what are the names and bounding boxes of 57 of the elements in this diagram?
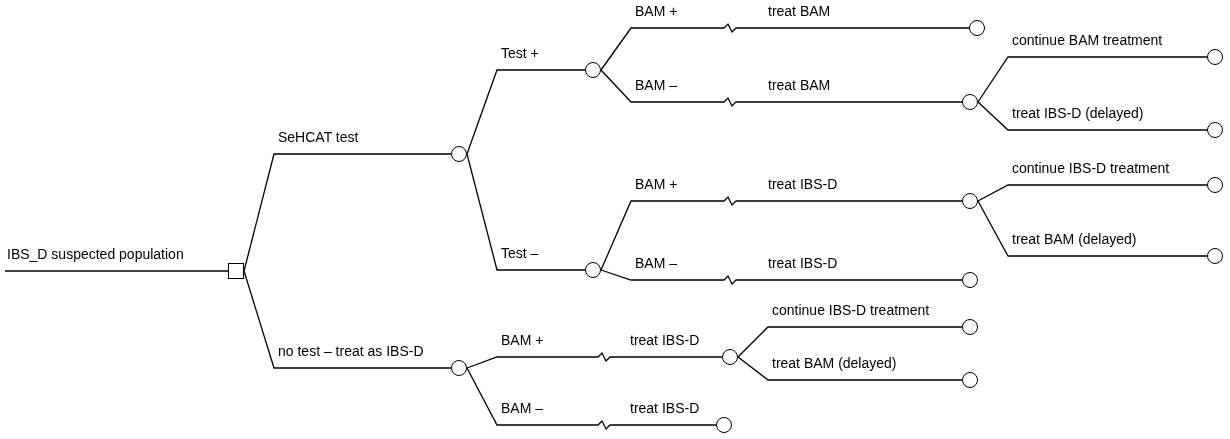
edge-label: treat BAM (delayed): [1012, 231, 1137, 247]
edge-label: BAM –: [501, 400, 543, 416]
terminal-circle: [969, 20, 985, 36]
branch-line: [737, 326, 963, 358]
branch-label: treat BAM: [768, 3, 831, 19]
chance-circle: [962, 193, 978, 209]
edge-label: treat IBS-D (delayed): [1012, 105, 1144, 121]
branch-line: [977, 200, 1208, 257]
branch-line: [977, 56, 1208, 103]
terminal-circle: [962, 272, 978, 288]
terminal-circle: [962, 372, 978, 388]
branch-line: [600, 22, 970, 71]
branch-label: treat BAM: [768, 77, 831, 93]
branch-line: [977, 101, 1208, 131]
branch-line: [466, 69, 586, 155]
edge-label: no test – treat as IBS-D: [278, 343, 424, 359]
edge-label: BAM –: [635, 77, 677, 93]
chance-circle: [962, 94, 978, 110]
branch-line: [466, 153, 586, 271]
chance-circle: [585, 62, 601, 78]
terminal-circle: [1207, 177, 1223, 193]
edge-label: IBS_D suspected population: [7, 246, 184, 262]
branch-line: [600, 195, 963, 271]
edge-label: continue IBS-D treatment: [1012, 160, 1170, 176]
decision-square: [228, 263, 244, 279]
edge-label: BAM +: [501, 332, 544, 348]
terminal-circle: [716, 417, 732, 433]
terminal-circle: [1207, 49, 1223, 65]
edge-label: continue BAM treatment: [1012, 32, 1163, 48]
branch-line: [737, 356, 963, 381]
branch-line: [977, 184, 1208, 202]
branch-line: [243, 270, 452, 369]
edge-label: SeHCAT test: [278, 129, 359, 145]
branch-label: treat IBS-D: [630, 400, 700, 416]
chance-circle: [451, 146, 467, 162]
branch-label: treat IBS-D: [768, 176, 838, 192]
branch-line: [466, 367, 717, 431]
branch-line: [466, 351, 723, 369]
chance-circle: [585, 262, 601, 278]
terminal-circle: [1207, 248, 1223, 264]
branch-line: [600, 69, 963, 108]
edge-label: BAM +: [635, 3, 678, 19]
edge-label: treat BAM (delayed): [772, 355, 897, 371]
edge-label: BAM –: [635, 255, 677, 271]
branch-line: [600, 269, 963, 286]
edge-label: continue IBS-D treatment: [772, 302, 930, 318]
branch-label: treat IBS-D: [768, 255, 838, 271]
terminal-circle: [1207, 122, 1223, 138]
branch-line: [4, 270, 229, 272]
branch-line: [243, 153, 452, 272]
chance-circle: [722, 349, 738, 365]
edge-label: Test –: [501, 245, 539, 261]
edge-label: BAM +: [635, 176, 678, 192]
terminal-circle: [962, 319, 978, 335]
edge-label: Test +: [501, 45, 539, 61]
branch-label: treat IBS-D: [630, 332, 700, 348]
chance-circle: [451, 360, 467, 376]
